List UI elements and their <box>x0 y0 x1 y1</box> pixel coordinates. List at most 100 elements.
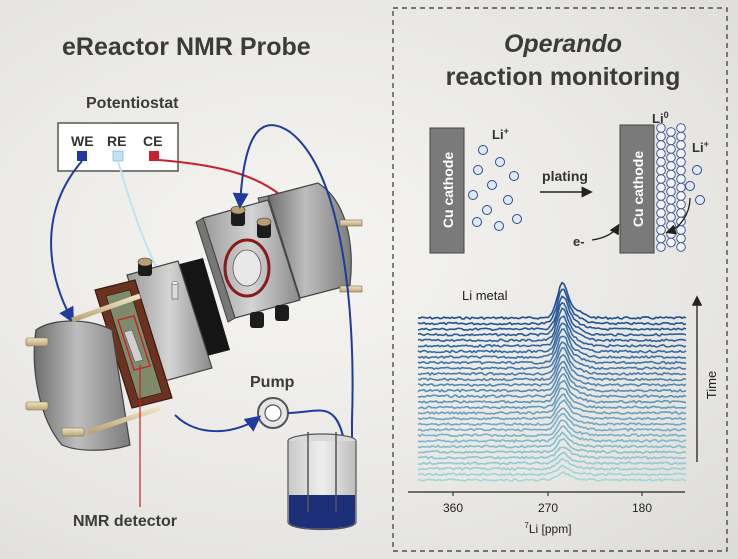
x-tick-label-360: 360 <box>443 501 463 515</box>
lithium-atom <box>656 174 666 184</box>
terminal-re-port <box>112 150 124 162</box>
plated-lithium <box>656 123 686 252</box>
reservoir <box>287 432 357 531</box>
lithium-atom <box>656 199 666 210</box>
lithium-atom <box>676 165 686 176</box>
lithium-atom <box>656 165 666 176</box>
lithium-atom <box>656 225 666 235</box>
lithium-atom <box>676 182 686 193</box>
lithium-atom <box>656 131 666 142</box>
spectrum-line <box>418 372 687 399</box>
schematic-right-electrode: Cu cathode <box>619 124 655 254</box>
left-ions <box>468 145 522 231</box>
right-ion-label: Li+ <box>692 139 709 155</box>
pump-to-reservoir-line <box>287 409 345 441</box>
time-label: Time <box>704 371 719 399</box>
lithium-atom <box>656 208 666 218</box>
right-panel-frame <box>392 7 728 552</box>
spectrum-line <box>417 407 687 427</box>
spectrum-line <box>417 307 687 343</box>
spectrum-line <box>417 457 687 471</box>
electron-arrow <box>591 223 620 241</box>
lithium-atom <box>656 242 666 252</box>
lithium-atom <box>666 127 676 137</box>
lithium-atom <box>676 131 686 142</box>
terminal-re-label: RE <box>107 133 126 149</box>
right-title-line2: reaction monitoring <box>446 63 681 91</box>
spectrum-line <box>417 315 687 348</box>
spectrum-line <box>417 419 687 438</box>
lithium-atom <box>666 178 676 188</box>
right-ions <box>685 165 705 205</box>
lithium-atom <box>666 135 676 146</box>
left-electrode-label: Cu cathode <box>440 152 456 228</box>
lithium-atom <box>676 199 686 210</box>
spectrum-line <box>417 431 687 449</box>
lithium-atom <box>656 157 666 167</box>
spectrum-line <box>417 281 687 321</box>
spectrum-line <box>417 446 687 460</box>
detector-frame <box>94 279 173 409</box>
lithium-atom <box>666 203 676 214</box>
terminal-we-label: WE <box>71 133 94 149</box>
spectrum-line <box>417 425 687 444</box>
return-line <box>232 124 354 490</box>
spectrum-line <box>417 438 687 455</box>
ion-arrow <box>665 197 691 235</box>
membrane <box>176 258 230 357</box>
lithium-atom <box>666 237 676 248</box>
lithium-atom <box>656 148 666 159</box>
spectrum-line <box>417 379 687 404</box>
x-tick-label-270: 270 <box>538 501 558 515</box>
we-wire <box>50 160 83 324</box>
lithium-atom <box>666 144 676 154</box>
pump-icon <box>257 397 289 429</box>
electron-label: e- <box>573 234 585 249</box>
lithium-atom <box>666 212 676 222</box>
left-title: eReactor NMR Probe <box>62 33 311 61</box>
lithium-atom <box>656 140 666 150</box>
lithium-atom <box>666 161 676 171</box>
lithium-atom <box>666 169 676 180</box>
x-axis-label: 7Li [ppm] <box>524 521 571 536</box>
lithium-atom <box>666 152 676 163</box>
terminal-ce-label: CE <box>143 133 162 149</box>
x-tick-label-180: 180 <box>632 501 652 515</box>
lithium-atom <box>656 216 666 227</box>
pump-inflow-line <box>174 414 262 433</box>
spectrum-line <box>417 322 687 354</box>
pump-label: Pump <box>250 374 295 391</box>
lithium-atom <box>676 225 686 235</box>
spectrum-line <box>417 288 687 326</box>
lithium-atom <box>676 157 686 167</box>
lithium-atom <box>676 174 686 184</box>
spectrum-line <box>417 387 687 410</box>
spectrum-line <box>417 360 687 388</box>
spectrum-line <box>417 295 687 332</box>
lithium-atom <box>666 195 676 205</box>
detector-label: NMR detector <box>73 513 177 530</box>
left-ion-label: Li+ <box>492 126 509 142</box>
lithium-atom <box>676 242 686 252</box>
lithium-atom <box>676 233 686 244</box>
process-label: plating <box>542 168 588 184</box>
lithium-atom <box>676 191 686 201</box>
lithium-atom <box>656 191 666 201</box>
lithium-atom <box>676 148 686 159</box>
spectrum-line <box>417 412 687 432</box>
back-plate <box>195 199 301 328</box>
terminal-ce-port <box>149 151 159 161</box>
right-electrode-label: Cu cathode <box>630 151 646 227</box>
spectrum-line <box>417 341 687 371</box>
spectrum-line <box>417 393 687 416</box>
spectrum-line <box>417 301 687 337</box>
spectrum-line <box>417 353 687 382</box>
peak-annotation: Li metal <box>462 288 508 303</box>
lithium-atom <box>666 186 676 197</box>
schematic-left-electrode: Cu cathode <box>429 127 465 254</box>
lithium-atom <box>676 208 686 218</box>
spectrum-line <box>417 366 687 393</box>
spectra-stack <box>417 281 687 483</box>
